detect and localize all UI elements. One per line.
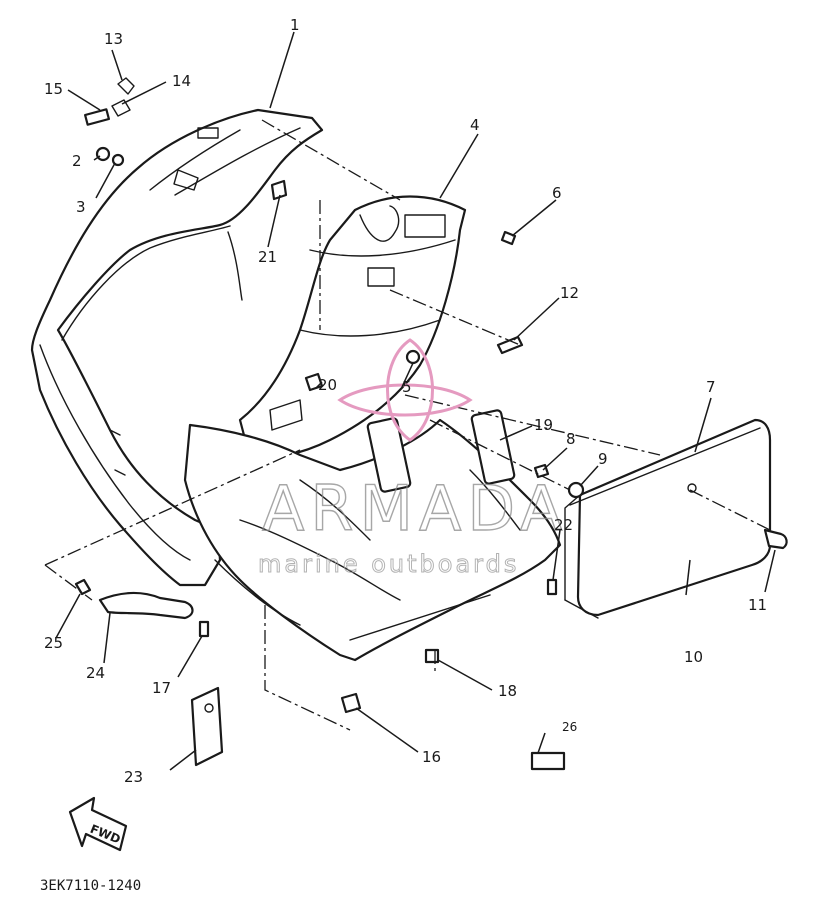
hardware-parts: [74, 77, 788, 714]
callout-8: 8: [566, 430, 576, 448]
drawing-code: 3EK7110-1240: [40, 878, 141, 894]
fwd-arrow-icon: [68, 796, 128, 852]
watermark-tagline: marine outboards: [258, 550, 519, 578]
callout-16: 16: [422, 748, 441, 766]
callout-23: 23: [124, 768, 143, 786]
callout-labels: 1 2 3 4 5 6 7 8 9 10 11 12 13 14 15 16 1…: [44, 16, 767, 786]
callout-6: 6: [552, 184, 562, 202]
reflector-left-part: [366, 417, 412, 493]
leg-shield-part: [238, 195, 467, 460]
callout-22: 22: [554, 516, 573, 534]
callout-7: 7: [706, 378, 716, 396]
callout-11: 11: [748, 596, 767, 614]
leader-lines: [55, 31, 776, 771]
bracket-part: [98, 591, 194, 620]
callout-2: 2: [72, 152, 82, 170]
callout-9: 9: [598, 450, 608, 468]
reflector-part: [470, 409, 516, 485]
callout-13: 13: [104, 30, 123, 48]
label-part: [530, 751, 566, 771]
callout-1: 1: [290, 16, 300, 34]
callout-18: 18: [498, 682, 517, 700]
callout-3: 3: [76, 198, 86, 216]
callout-19: 19: [534, 416, 553, 434]
lower-body-part: [183, 418, 562, 662]
watermark: ARMADA marine outboards: [258, 338, 568, 579]
assembly-lines: [44, 119, 771, 731]
callout-12: 12: [560, 284, 579, 302]
front-cover-part: [30, 108, 324, 587]
plate-part: [190, 686, 224, 767]
callout-14: 14: [172, 72, 191, 90]
watermark-brand: ARMADA: [262, 472, 568, 545]
callout-10: 10: [684, 648, 703, 666]
callout-5: 5: [402, 378, 412, 396]
callout-4: 4: [470, 116, 480, 134]
callout-21: 21: [258, 248, 277, 266]
callout-15: 15: [44, 80, 63, 98]
callout-24: 24: [86, 664, 105, 682]
forward-direction-arrow: FWD: [68, 796, 128, 852]
callout-17: 17: [152, 679, 171, 697]
callout-26: 26: [562, 720, 577, 734]
watermark-logo-icon: [337, 338, 473, 442]
storage-lid-part: [564, 418, 772, 619]
callout-20: 20: [318, 376, 337, 394]
callout-25: 25: [44, 634, 63, 652]
